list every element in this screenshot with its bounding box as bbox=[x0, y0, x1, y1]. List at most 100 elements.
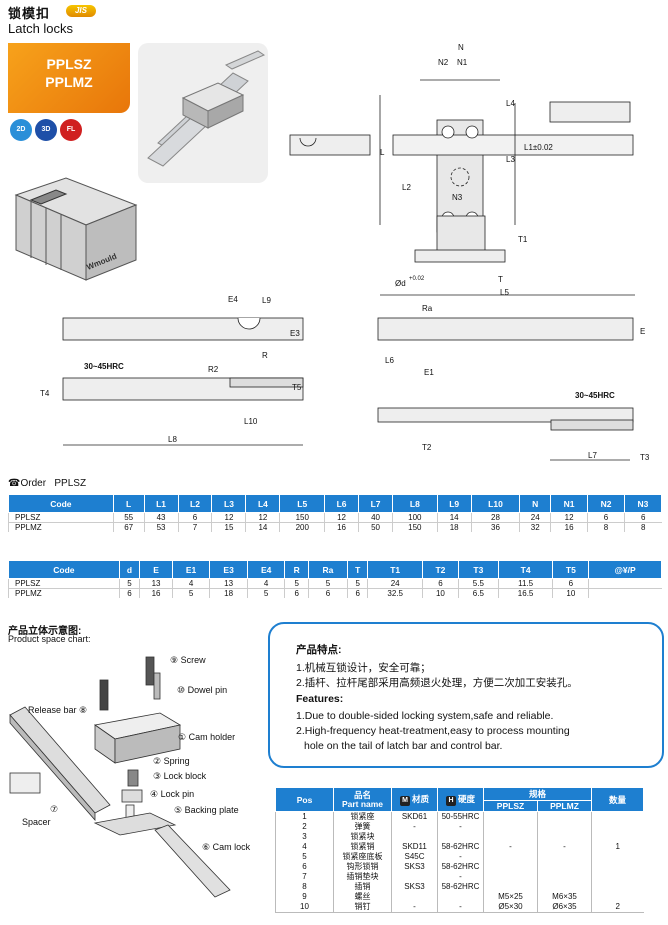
col-header: @¥/P bbox=[588, 560, 662, 579]
part-label-spacer: Spacer bbox=[22, 817, 51, 827]
table-cell bbox=[537, 832, 592, 842]
table-cell: 55 bbox=[112, 512, 145, 523]
table-cell bbox=[437, 892, 484, 902]
table-cell: 6 bbox=[118, 588, 140, 598]
features-head-cn: 产品特点: bbox=[296, 644, 342, 656]
table-cell: 43 bbox=[143, 512, 179, 523]
table-cell: 锁紧座 bbox=[333, 811, 392, 822]
table-cell bbox=[483, 832, 538, 842]
exploded-view: ⑨ Screw ⑩ Dowel pin Release bar ⑧ ① Cam … bbox=[9, 655, 251, 898]
product-code-banner: PPLSZ PPLMZ bbox=[8, 43, 130, 113]
table-cell: S45C bbox=[391, 852, 438, 862]
part-label-lock-block: ③ Lock block bbox=[153, 771, 207, 781]
dim-L8: L8 bbox=[168, 435, 177, 444]
table-cell: - bbox=[437, 872, 484, 882]
table-cell: - bbox=[537, 842, 592, 852]
table-cell: 5 bbox=[307, 578, 348, 589]
table-cell: 13 bbox=[209, 578, 248, 589]
feature-cn-2: 2.插杆、拉杆尾部采用高频退火处理，方便二次加工安装孔。 bbox=[296, 677, 578, 689]
table-cell: 6 bbox=[346, 588, 368, 598]
dim-N1: N1 bbox=[457, 58, 468, 67]
table-cell: 钩形锁销 bbox=[333, 862, 392, 872]
dim-L: L bbox=[380, 148, 385, 157]
table-cell: - bbox=[483, 842, 538, 852]
table-cell: - bbox=[391, 902, 438, 913]
order-code: PPLSZ bbox=[54, 478, 87, 489]
part-label-cam-lock: ⑥ Cam lock bbox=[202, 842, 251, 852]
table-cell: 3 bbox=[275, 832, 334, 842]
table-cell: 6 bbox=[307, 588, 348, 598]
hrc-label-1: 30~45HRC bbox=[84, 362, 124, 371]
col-header: Ra bbox=[307, 560, 349, 579]
table-cell: 2 bbox=[275, 822, 334, 832]
title-cn: 锁模扣 bbox=[8, 6, 51, 21]
table-cell bbox=[591, 822, 644, 832]
dim-R2: R2 bbox=[208, 365, 219, 374]
col-header: L4 bbox=[245, 494, 281, 513]
col-header: N bbox=[519, 494, 552, 513]
table-cell: 58-62HRC bbox=[437, 842, 484, 852]
dim-T3: T3 bbox=[640, 453, 650, 462]
table-cell: 6 bbox=[587, 512, 625, 523]
table-cell bbox=[591, 832, 644, 842]
col-header: T4 bbox=[497, 560, 554, 579]
col-header: L10 bbox=[470, 494, 521, 513]
col-header: E4 bbox=[246, 560, 286, 579]
table-cell: 16 bbox=[324, 522, 359, 532]
col-header: T1 bbox=[367, 560, 423, 579]
feature-en-2: 2.High-frequency heat-treatment,easy to … bbox=[296, 725, 570, 737]
2d-badge[interactable]: 2D bbox=[10, 119, 32, 141]
table-cell bbox=[483, 872, 538, 882]
3d-badge[interactable]: 3D bbox=[35, 119, 57, 141]
table-cell: 24 bbox=[519, 512, 551, 523]
col-header: T3 bbox=[457, 560, 499, 579]
col-header: L7 bbox=[358, 494, 394, 513]
table-cell: 7 bbox=[177, 522, 212, 532]
table-cell: 6 bbox=[552, 578, 589, 589]
table-cell: 锁紧座底板 bbox=[333, 852, 392, 862]
col-header: E1 bbox=[171, 560, 211, 579]
table-cell: PPLSZ bbox=[8, 512, 114, 523]
table-cell bbox=[391, 872, 438, 882]
table-cell: 53 bbox=[143, 522, 179, 532]
table-cell: 6 bbox=[177, 512, 212, 523]
part-label-cam-holder: ① Cam holder bbox=[178, 732, 235, 742]
fl-badge[interactable]: FL bbox=[60, 119, 82, 141]
col-header: L8 bbox=[392, 494, 438, 513]
table-cell: 10 bbox=[275, 902, 334, 913]
table-cell: 12 bbox=[245, 512, 280, 523]
table-cell bbox=[588, 578, 662, 589]
col-header: L bbox=[112, 494, 145, 513]
col-header: d bbox=[118, 560, 141, 579]
table-cell bbox=[483, 862, 538, 872]
table-cell bbox=[537, 852, 592, 862]
table-cell: 插销垫块 bbox=[333, 872, 392, 882]
col-header: R bbox=[284, 560, 309, 579]
table-cell: 150 bbox=[279, 512, 325, 523]
table-cell: 16 bbox=[139, 588, 173, 598]
table-cell: SKS3 bbox=[391, 862, 438, 872]
table-cell: 6 bbox=[421, 578, 459, 589]
table-cell: PPLMZ bbox=[8, 588, 120, 598]
table-cell: 锁紧块 bbox=[333, 832, 392, 842]
part-label-release-bar: Release bar ⑧ bbox=[28, 705, 87, 715]
material-icon: M bbox=[399, 796, 410, 806]
table-cell: 200 bbox=[279, 522, 325, 532]
table-cell: 12 bbox=[211, 512, 246, 523]
feature-en-3: hole on the tail of latch bar and contro… bbox=[304, 740, 503, 752]
dim-Ra: Ra bbox=[422, 304, 433, 313]
table-cell bbox=[537, 872, 592, 882]
col-header: L1 bbox=[143, 494, 179, 513]
dim-T5: T5 bbox=[292, 383, 302, 392]
dim-N: N bbox=[458, 43, 464, 52]
table-cell: 14 bbox=[245, 522, 280, 532]
table-cell: 2 bbox=[591, 902, 644, 913]
table-cell: 67 bbox=[112, 522, 145, 532]
table-cell: 9 bbox=[275, 892, 334, 902]
col-header: Code bbox=[8, 560, 120, 579]
